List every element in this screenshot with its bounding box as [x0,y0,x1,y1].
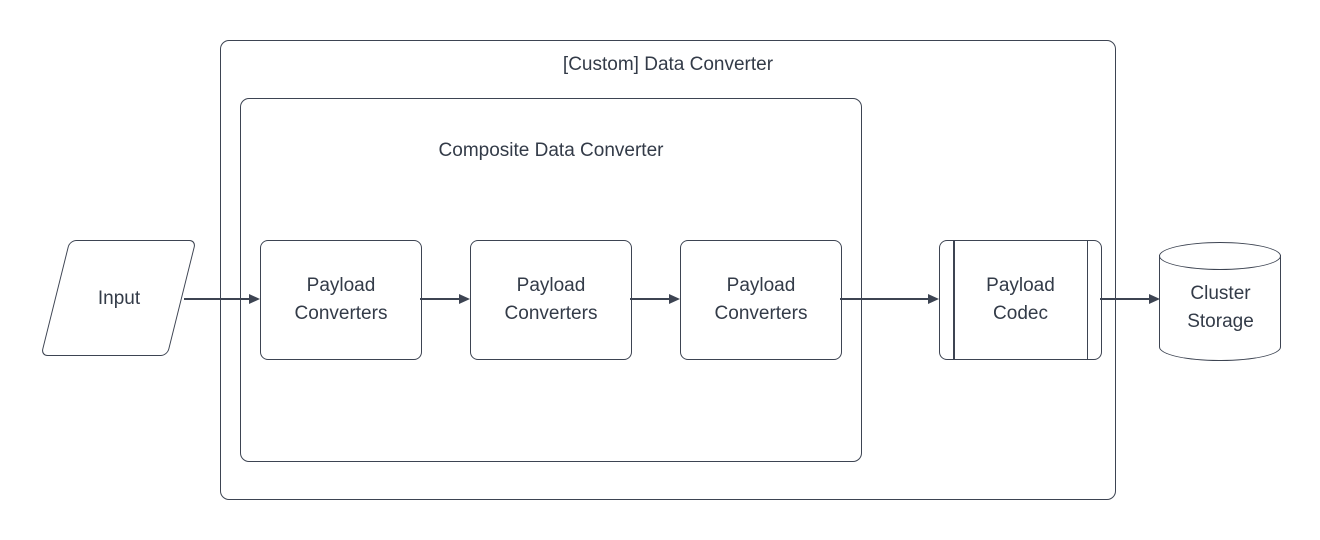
arrow-converter2-to-converter3 [630,293,680,305]
payload-converters-label-2: Payload Converters [504,275,598,324]
payload-codec-node: Payload Codec [939,240,1102,360]
input-node: Input [40,240,198,357]
payload-codec-label: Payload Codec [986,275,1055,324]
arrow-codec-to-storage [1100,293,1160,305]
payload-converters-node-1: Payload Converters [260,240,422,360]
payload-converters-label-1: Payload Converters [294,275,388,324]
codec-left-bar [953,241,955,359]
payload-converters-label-3: Payload Converters [714,275,808,324]
composite-data-converter-title: Composite Data Converter [438,140,664,161]
arrow-converter1-to-converter2 [420,293,470,305]
cluster-storage-label: Cluster Storage [1187,282,1254,332]
arrow-converter3-to-codec [840,293,939,305]
custom-data-converter-title: [Custom] Data Converter [562,54,774,75]
arrow-input-to-converter1 [184,293,260,305]
payload-converters-node-3: Payload Converters [680,240,842,360]
cylinder-body [1159,255,1281,361]
input-label: Input [97,287,141,309]
composite-data-converter-container: Composite Data Converter [240,98,862,462]
codec-right-bar [1086,241,1088,359]
payload-converters-node-2: Payload Converters [470,240,632,360]
custom-data-converter-container: [Custom] Data Converter [220,40,1116,500]
cluster-storage-label-wrap: Cluster Storage [1159,242,1282,361]
cylinder-top-ellipse [1159,242,1281,270]
cluster-storage-node: Cluster Storage [1159,242,1282,361]
